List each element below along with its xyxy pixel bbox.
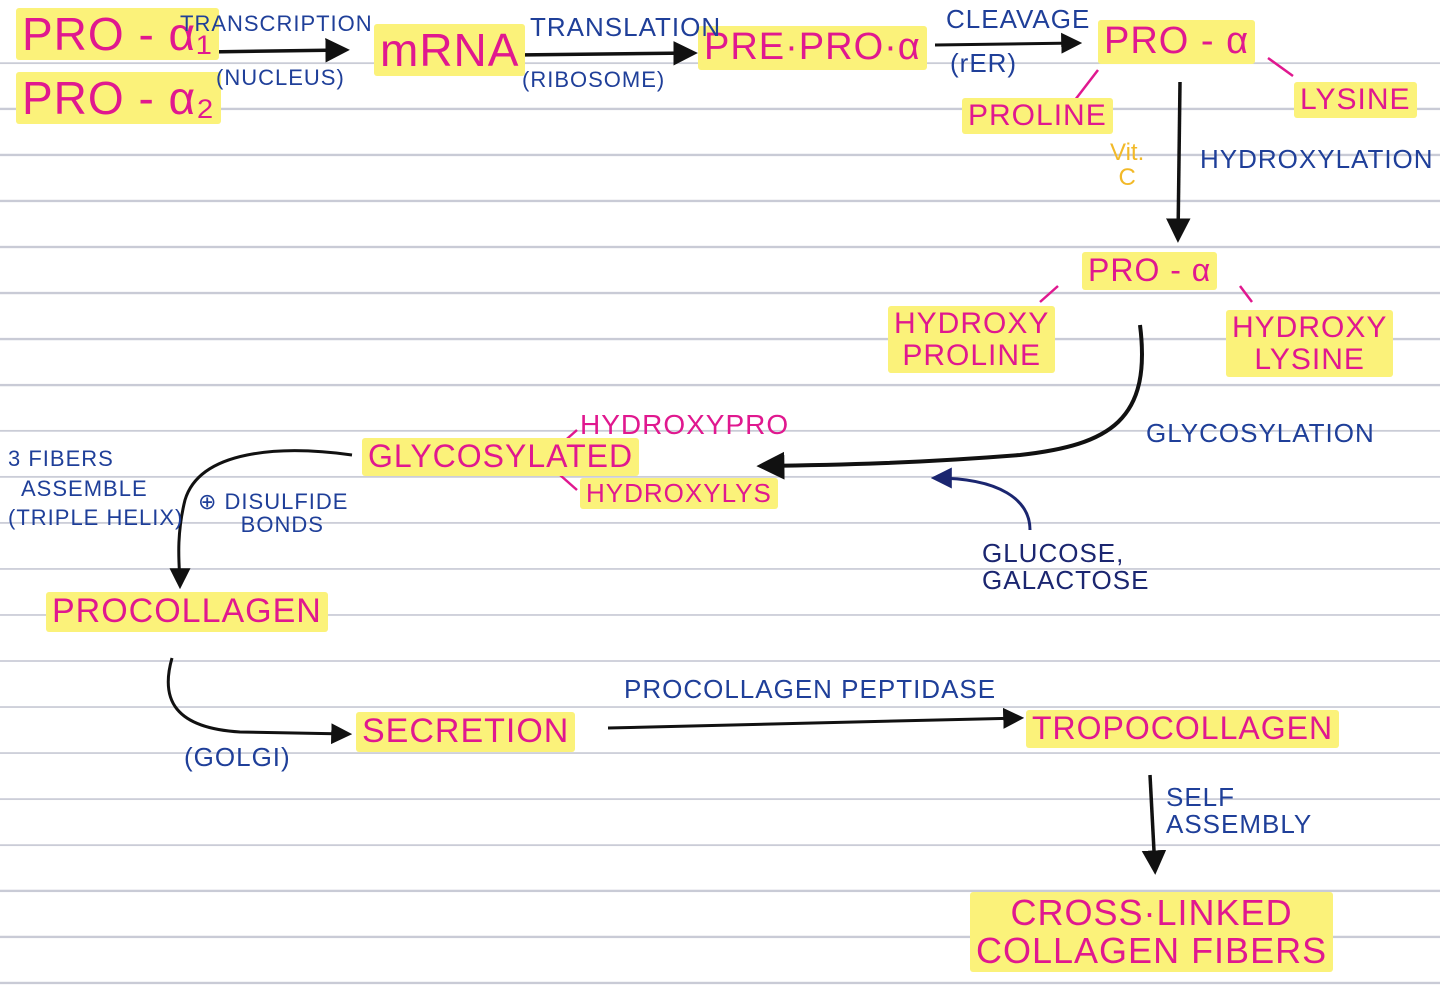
label-glycosylation: GLYCOSYLATION: [1146, 418, 1375, 448]
node-proline: PROLINE: [962, 98, 1113, 134]
node-hydroxylys: HYDROXYLYS: [580, 478, 778, 510]
label-glucose-galactose: GLUCOSE, GALACTOSE: [982, 538, 1150, 596]
arrow-golgi: [166, 657, 353, 745]
link-proline: [1074, 69, 1099, 101]
arrow-transcription: [204, 38, 350, 63]
node-hydroxyproline: HYDROXY PROLINE: [888, 306, 1056, 373]
node-pro-alpha-top: PRO - α: [1098, 20, 1256, 64]
node-pre-pro-alpha: PRE·PRO·α: [698, 26, 927, 70]
link-hydroxylysine: [1239, 285, 1253, 303]
node-mrna: mRNA: [374, 24, 526, 77]
label-nucleus: (NUCLEUS): [216, 65, 345, 90]
arrow-self-assembly: [1141, 774, 1167, 875]
node-procollagen: PROCOLLAGEN: [46, 592, 328, 632]
link-lysine: [1267, 56, 1294, 78]
label-cleavage: CLEAVAGE: [946, 4, 1091, 34]
node-secretion: SECRETION: [356, 712, 576, 752]
arrow-glycosylation: [756, 324, 1144, 480]
label-hydroxylation: HYDROXYLATION: [1200, 144, 1434, 174]
node-glycosylated: GLYCOSYLATED: [362, 438, 640, 476]
node-pro-alpha-mid: PRO - α: [1082, 252, 1218, 290]
node-tropocollagen: TROPOCOLLAGEN: [1026, 710, 1340, 748]
arrow-peptidase: [607, 707, 1025, 730]
label-vitamin-c: Vit. C: [1110, 139, 1145, 192]
arrow-cleavage: [934, 32, 1083, 54]
node-pro-alpha-2: PRO - α₂: [16, 72, 222, 125]
arrow-triple-helix: [169, 449, 353, 590]
node-hydroxylysine: HYDROXY LYSINE: [1226, 310, 1394, 377]
label-disulfide-bonds: ⊕ DISULFIDE BONDS: [198, 489, 349, 538]
arrow-hydroxylation: [1166, 81, 1191, 243]
link-hydroxyproline: [1039, 285, 1059, 303]
label-ribosome: (RIBOSOME): [522, 67, 666, 92]
label-self-assembly: SELF ASSEMBLY: [1166, 782, 1313, 840]
label-rer: (rER): [950, 48, 1018, 78]
node-pro-alpha-1: PRO - α₁: [16, 8, 219, 61]
arrow-glucose-galactose: [930, 467, 1032, 531]
label-procollagen-peptidase: PROCOLLAGEN PEPTIDASE: [624, 674, 997, 704]
label-golgi: (GOLGI): [184, 742, 291, 772]
node-lysine: LYSINE: [1294, 82, 1417, 118]
node-hydroxypro: HYDROXYPRO: [580, 409, 790, 440]
node-cross-linked-collagen-fibers: CROSS·LINKED COLLAGEN FIBERS: [970, 892, 1334, 972]
arrow-translation: [514, 40, 698, 66]
label-translation: TRANSLATION: [530, 12, 722, 42]
label-three-fibers-assemble: 3 FIBERS ASSEMBLE (TRIPLE HELIX): [8, 446, 184, 531]
label-transcription: TRANSCRIPTION: [180, 11, 373, 36]
